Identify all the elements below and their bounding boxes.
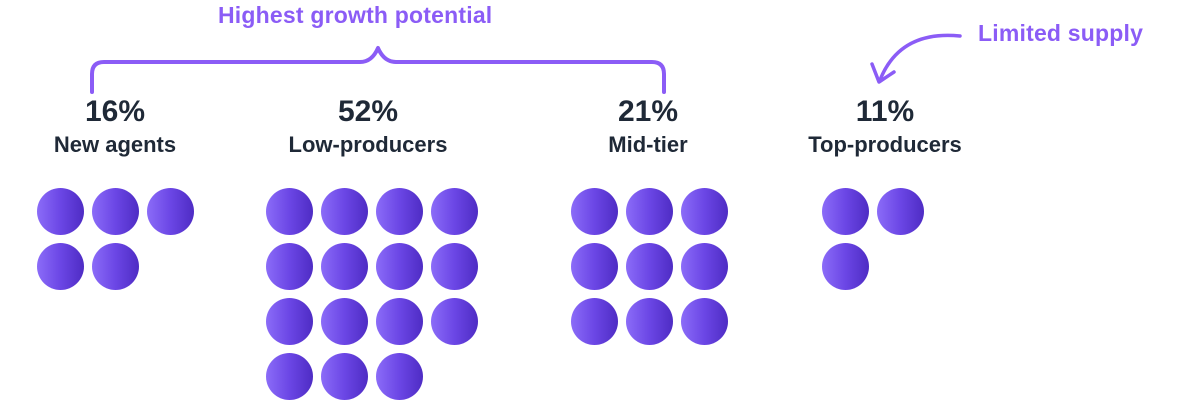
waffle-dot [37, 243, 84, 290]
value-label: 16% [84, 95, 146, 128]
limited-supply-arrowhead [870, 62, 896, 84]
waffle-dot [431, 298, 478, 345]
waffle-dot [822, 243, 869, 290]
waffle-dot [376, 298, 423, 345]
waffle-dot [626, 188, 673, 235]
category-label: New agents [53, 132, 177, 157]
waffle-dot [431, 188, 478, 235]
category-label: Top-producers [808, 132, 962, 157]
waffle-dot [266, 298, 313, 345]
waffle-dot [321, 353, 368, 400]
waffle-dot [376, 243, 423, 290]
waffle-dot [92, 243, 139, 290]
value-label: 21% [617, 95, 679, 128]
waffle-dot [376, 188, 423, 235]
waffle-dot [877, 188, 924, 235]
category-label: Low-producers [288, 132, 448, 157]
limited-supply-arrow [878, 33, 962, 82]
waffle-dot [321, 188, 368, 235]
waffle-dot [571, 188, 618, 235]
waffle-dot [822, 188, 869, 235]
group-top-producers: 11% Top-producers [770, 95, 1000, 159]
waffle-dot [266, 353, 313, 400]
growth-bracket [90, 46, 666, 94]
waffle-dot [626, 243, 673, 290]
waffle-dot [681, 188, 728, 235]
waffle-dot [266, 188, 313, 235]
waffle-dot [37, 188, 84, 235]
value-label: 11% [855, 95, 915, 128]
waffle-dot [147, 188, 194, 235]
group-mid-tier: 21% Mid-tier [548, 95, 748, 159]
limited-supply-annotation: Limited supply [978, 20, 1144, 46]
group-new-agents: 16% New agents [15, 95, 215, 159]
waffle-dot [321, 243, 368, 290]
waffle-dot [266, 243, 313, 290]
category-label: Mid-tier [608, 132, 688, 157]
waffle-dot [681, 243, 728, 290]
waffle-dot [571, 298, 618, 345]
waffle-dot [681, 298, 728, 345]
waffle-dot [626, 298, 673, 345]
waffle-dot [431, 243, 478, 290]
value-label: 52% [337, 95, 399, 128]
waffle-dot [321, 298, 368, 345]
group-low-producers: 52% Low-producers [238, 95, 498, 159]
waffle-dot [92, 188, 139, 235]
highest-growth-annotation: Highest growth potential [218, 2, 493, 28]
waffle-dot [571, 243, 618, 290]
waffle-dot [376, 353, 423, 400]
